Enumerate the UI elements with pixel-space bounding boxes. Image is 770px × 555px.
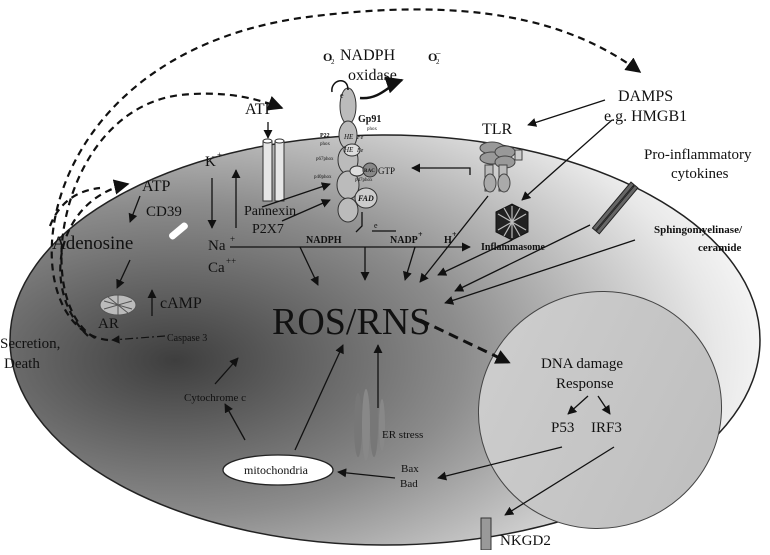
label-p2x7: P2X7 <box>252 222 284 237</box>
label-nadph-oxidase-1: NADPH <box>340 47 396 64</box>
label-he-1: HE <box>343 133 354 141</box>
label-tlr: TLR <box>482 121 513 138</box>
label-nadp: NADP <box>390 235 418 246</box>
label-proinflammatory: Pro-inflammatory <box>644 147 752 163</box>
label-secretion: Secretion, <box>0 336 60 352</box>
label-he-2: HE <box>343 146 354 154</box>
pathway-arrows <box>116 99 636 516</box>
label-bax: Bax <box>401 463 419 475</box>
label-response: Response <box>556 376 614 392</box>
label-dna-damage: DNA damage <box>541 356 623 372</box>
label-nadph: NADPH <box>306 235 342 246</box>
label-fe-2: Fe <box>356 148 364 154</box>
label-ceramide: ceramide <box>698 242 741 254</box>
label-fad: FAD <box>357 194 374 203</box>
label-er-stress: ER stress <box>382 429 423 441</box>
label-rac: RAC <box>364 169 375 174</box>
label-damps-eg: e.g. HMGB1 <box>604 108 687 125</box>
label-o2-minus-charge: – <box>435 48 441 58</box>
cd39-marker <box>168 222 188 240</box>
label-o2: O <box>323 50 332 64</box>
label-k-sup: + <box>217 150 222 160</box>
ar-receptor-icon <box>99 294 137 316</box>
label-irf3: IRF3 <box>591 420 622 436</box>
label-o2-minus-sup: 2 <box>436 58 440 66</box>
label-inflammasome: Inflammasome <box>481 242 545 253</box>
er-stress-icon <box>354 389 385 461</box>
tlr-receptor-icon <box>479 141 523 193</box>
label-gtp: GTP <box>378 166 395 176</box>
label-nadph-oxidase-2: oxidase <box>348 67 397 84</box>
label-gp91: Gp91 <box>358 114 381 125</box>
label-atp-top: ATP <box>245 101 274 118</box>
label-p67: p67phox <box>316 157 334 162</box>
label-cytokines: cytokines <box>671 166 729 182</box>
dashed-feedback-arrows <box>48 8 642 364</box>
label-p53: P53 <box>551 420 574 436</box>
label-ar: AR <box>98 316 119 332</box>
label-na-sup: + <box>230 234 235 244</box>
label-fe-1: Fe <box>356 135 364 141</box>
label-damps: DAMPS <box>618 88 673 105</box>
label-e-top: e <box>340 91 344 100</box>
label-p22: P22 <box>320 133 330 139</box>
label-h: H <box>444 235 452 246</box>
label-atp-left: ATP <box>142 178 171 195</box>
label-mitochondria: mitochondria <box>244 463 309 477</box>
label-nkgd2: NKGD2 <box>500 533 551 549</box>
diagram-labels: O 2 NADPH oxidase O 2 – e e Gp91 phox P2… <box>0 47 752 549</box>
label-p40: p40phox <box>314 175 332 180</box>
label-pannexin: Pannexin <box>244 204 296 219</box>
label-ca: Ca <box>208 260 225 276</box>
nkgd2-icon <box>480 517 492 551</box>
label-na: Na <box>208 238 226 254</box>
label-camp: cAMP <box>160 295 202 312</box>
label-adenosine: Adenosine <box>52 233 133 254</box>
cytokine-receptor-icon <box>591 181 639 235</box>
label-k: K <box>205 154 216 170</box>
label-ca-sup: ++ <box>226 256 236 266</box>
label-nadp-sup: + <box>418 230 423 239</box>
label-caspase-3: Caspase 3 <box>167 333 207 344</box>
nadph-oxidase-complex-icon <box>331 76 404 223</box>
label-cd39: CD39 <box>146 204 182 220</box>
label-bad: Bad <box>400 478 418 490</box>
label-o2-minus: O <box>428 50 437 64</box>
label-p47: p47phox <box>355 178 373 183</box>
mitochondria-organelle <box>222 454 334 486</box>
nucleus <box>477 291 723 529</box>
label-sphingomyelinase: Sphingomyelinase/ <box>654 224 743 236</box>
label-cytochrome-c: Cytochrome c <box>184 392 246 404</box>
label-ros-rns: ROS/RNS <box>272 301 430 343</box>
label-o2-sub: 2 <box>331 58 335 66</box>
label-h-sup: + <box>452 230 457 239</box>
label-death: Death <box>4 356 40 372</box>
inflammasome-icon <box>495 203 529 241</box>
label-gp91-sub: phox <box>367 127 378 132</box>
label-e-bottom: e <box>374 221 378 230</box>
label-p22-sub: phox <box>320 142 331 147</box>
caspase-dash-arrow <box>111 335 166 344</box>
